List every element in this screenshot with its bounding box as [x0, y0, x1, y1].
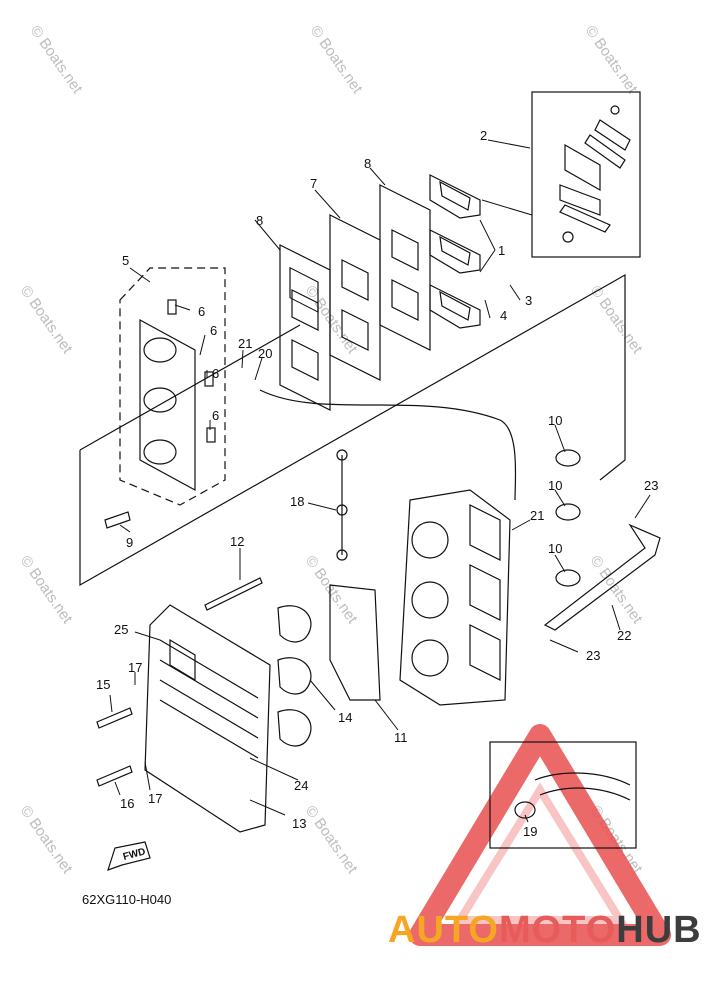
silencer-gaskets: [277, 584, 381, 747]
callout-3: 3: [525, 293, 532, 308]
watermark: © Boats.net: [582, 23, 641, 98]
callout-8: 8: [364, 156, 371, 171]
callout-1: 1: [498, 243, 505, 258]
callout-22: 22: [617, 628, 631, 643]
reed-valve-assemblies: [429, 174, 481, 329]
callout-6: 6: [212, 408, 219, 423]
callout-6: 6: [198, 304, 205, 319]
watermark: © Boats.net: [302, 803, 361, 878]
reed-valve-detail: [559, 105, 631, 243]
watermark: © Boats.net: [17, 553, 76, 628]
automotohub-logo: AUTOMOTOHUB: [388, 905, 702, 955]
callout-4: 4: [500, 308, 507, 323]
hose-clamps: [555, 449, 581, 587]
logo-triangle: [409, 724, 671, 946]
callout-25: 25: [114, 622, 128, 637]
callout-6: 6: [210, 323, 217, 338]
callout-23: 23: [644, 478, 658, 493]
silencer-cover: [144, 604, 271, 833]
callout-5: 5: [122, 253, 129, 268]
callout-10: 10: [548, 478, 562, 493]
manifold-group-outline: [119, 267, 226, 506]
callout-13: 13: [292, 816, 306, 831]
fuel-hose: [543, 523, 661, 631]
watermark: © Boats.net: [17, 803, 76, 878]
fwd-arrow: FWD: [107, 841, 151, 871]
logo-part-moto: MOTO: [498, 909, 617, 951]
callout-9: 9: [126, 535, 133, 550]
callout-16: 16: [120, 796, 134, 811]
watermark: © Boats.net: [307, 23, 366, 98]
watermark: © Boats.net: [302, 283, 361, 358]
callout-7: 7: [310, 176, 317, 191]
gasket-plates: [279, 184, 431, 411]
callout-15: 15: [96, 677, 110, 692]
callout-24: 24: [294, 778, 308, 793]
callout-17: 17: [128, 660, 142, 675]
callout-14: 14: [338, 710, 352, 725]
plug-detail: [514, 772, 631, 819]
link-rod: [336, 449, 348, 561]
callout-10: 10: [548, 413, 562, 428]
bolts: [96, 511, 263, 787]
callout-8: 8: [256, 213, 263, 228]
logo-part-auto: AUTO: [388, 909, 499, 951]
callout-21: 21: [238, 336, 252, 351]
watermark: © Boats.net: [302, 553, 361, 628]
watermark: © Boats.net: [27, 23, 86, 98]
inset-box-reed-valve: [531, 91, 641, 258]
group-outline-top: [79, 324, 301, 451]
callout-23: 23: [586, 648, 600, 663]
callout-12: 12: [230, 534, 244, 549]
watermark: © Boats.net: [587, 283, 646, 358]
part-code: 62XG110-H040: [82, 892, 171, 907]
leader-lines: [109, 139, 651, 823]
callout-19: 19: [523, 824, 537, 839]
logo-part-hub: HUB: [616, 909, 702, 951]
hose-line: [259, 389, 517, 501]
watermark: © Boats.net: [587, 553, 646, 628]
intake-manifold: [139, 299, 216, 492]
callout-10: 10: [548, 541, 562, 556]
inset-box-plug: [489, 741, 637, 849]
callout-20: 20: [258, 346, 272, 361]
callout-numbers: 1234566667889101010111213141516171718192…: [96, 128, 658, 839]
callout-21: 21: [530, 508, 544, 523]
callout-6: 6: [212, 366, 219, 381]
carburetor-stack: [399, 489, 511, 706]
callout-18: 18: [290, 494, 304, 509]
callout-17: 17: [148, 791, 162, 806]
callout-11: 11: [394, 730, 408, 745]
group-outline: [79, 273, 626, 587]
callout-2: 2: [480, 128, 487, 143]
watermark: © Boats.net: [17, 283, 76, 358]
